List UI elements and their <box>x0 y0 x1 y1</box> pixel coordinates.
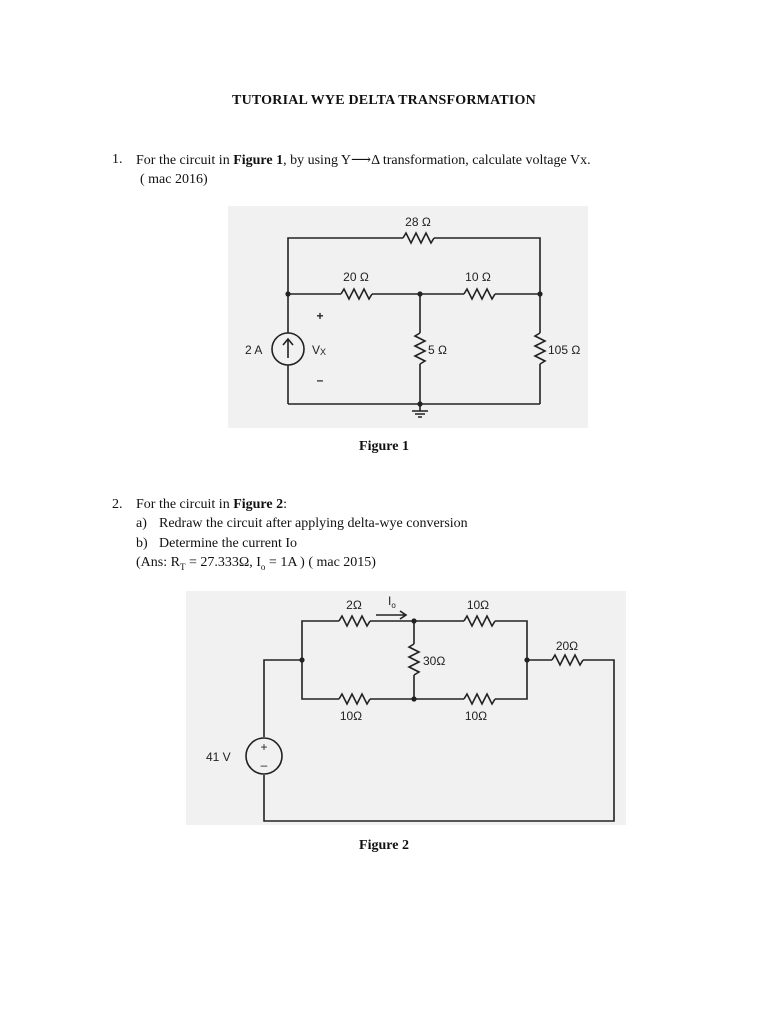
figure-2-circuit: + – 2Ω Io 10Ω 30Ω 10Ω 10Ω 20Ω 41 V <box>186 591 626 825</box>
resistor-20-ohm <box>551 653 584 667</box>
label-28-ohm: 28 Ω <box>405 215 431 229</box>
figure-1-svg: 28 Ω 20 Ω 10 Ω 5 Ω 105 Ω 2 A VX + – <box>228 206 588 428</box>
figure-1-caption: Figure 1 <box>359 439 409 454</box>
label-10-ohm-bottom-right: 10Ω <box>465 709 487 723</box>
label-105-ohm: 105 Ω <box>548 343 580 357</box>
question-2-answer: (Ans: RT = 27.333Ω, Io = 1A ) ( mac 2015… <box>136 555 376 572</box>
resistor-2-ohm <box>338 614 371 628</box>
label-10-ohm: 10 Ω <box>465 270 491 284</box>
label-2-ohm: 2Ω <box>346 598 362 612</box>
label-20-ohm: 20 Ω <box>343 270 369 284</box>
resistor-105-ohm <box>533 332 547 365</box>
question-1-text: For the circuit in Figure 1, by using Y⟶… <box>136 152 591 169</box>
node-dot <box>417 291 423 297</box>
node-dot <box>417 401 423 407</box>
question-1-text-post: , by using Y⟶Δ transformation, calculate… <box>283 153 591 168</box>
question-2-text-pre: For the circuit in <box>136 497 234 512</box>
source-plus: + <box>260 740 267 754</box>
voltage-source-icon <box>245 737 283 775</box>
resistor-5-ohm <box>413 332 427 365</box>
label-io: Io <box>388 594 396 610</box>
answer-rt-sub: T <box>179 561 186 572</box>
node-dot <box>524 657 530 663</box>
label-10-ohm-top: 10Ω <box>467 598 489 612</box>
question-2-figure-ref: Figure 2 <box>233 497 284 512</box>
node-dot <box>299 657 305 663</box>
question-2-number: 2. <box>112 497 123 512</box>
label-vx-main: V <box>312 343 320 357</box>
label-source-41v: 41 V <box>206 750 231 764</box>
label-30-ohm: 30Ω <box>423 654 445 668</box>
label-source-2a: 2 A <box>245 343 262 357</box>
question-2a-text: Redraw the circuit after applying delta-… <box>159 516 468 531</box>
node-dot <box>411 696 417 702</box>
source-minus: – <box>261 758 268 772</box>
question-2-text: For the circuit in Figure 2: <box>136 497 287 513</box>
question-2a-letter: a) <box>136 516 147 531</box>
question-2b-text: Determine the current Io <box>159 536 297 551</box>
question-1-number: 1. <box>112 152 123 167</box>
resistor-30-ohm <box>407 643 421 676</box>
node-dot <box>537 291 543 297</box>
resistor-10-ohm-bottom-right <box>463 692 496 706</box>
answer-pre: (Ans: R <box>136 555 180 570</box>
resistor-10-ohm <box>463 287 496 301</box>
node-dot <box>411 618 417 624</box>
label-20-ohm: 20Ω <box>556 639 578 653</box>
answer-mid: = 27.333Ω, I <box>185 555 261 570</box>
question-2b-letter: b) <box>136 536 148 551</box>
label-vx-sub: X <box>320 347 326 357</box>
label-io-sub: o <box>391 601 396 610</box>
answer-post: = 1A ) ( mac 2015) <box>265 555 376 570</box>
node-dot <box>285 291 291 297</box>
arrow-up-icon <box>282 337 294 358</box>
resistor-10-ohm-bottom-left <box>338 692 371 706</box>
label-minus: – <box>317 373 324 387</box>
label-io-main: I <box>388 594 391 608</box>
question-1-source: ( mac 2016) <box>140 172 208 187</box>
label-plus: + <box>316 309 323 323</box>
label-vx: VX <box>312 343 326 357</box>
label-5-ohm: 5 Ω <box>428 343 447 357</box>
ground-icon <box>412 410 428 418</box>
figure-2-caption: Figure 2 <box>359 838 409 853</box>
figure-1-circuit: 28 Ω 20 Ω 10 Ω 5 Ω 105 Ω 2 A VX + – <box>228 206 588 428</box>
current-arrow-icon <box>376 610 408 620</box>
resistor-28-ohm <box>402 231 435 245</box>
answer-io-sub: o <box>260 561 266 572</box>
resistor-10-ohm-top <box>463 614 496 628</box>
page-title: TUTORIAL WYE DELTA TRANSFORMATION <box>232 93 536 108</box>
label-10-ohm-bottom-left: 10Ω <box>340 709 362 723</box>
figure-2-svg: + – 2Ω Io 10Ω 30Ω 10Ω 10Ω 20Ω 41 V <box>186 591 626 825</box>
question-1-text-pre: For the circuit in <box>136 153 234 168</box>
question-2-text-post: : <box>283 497 287 512</box>
resistor-20-ohm <box>340 287 373 301</box>
question-1-figure-ref: Figure 1 <box>233 153 284 168</box>
